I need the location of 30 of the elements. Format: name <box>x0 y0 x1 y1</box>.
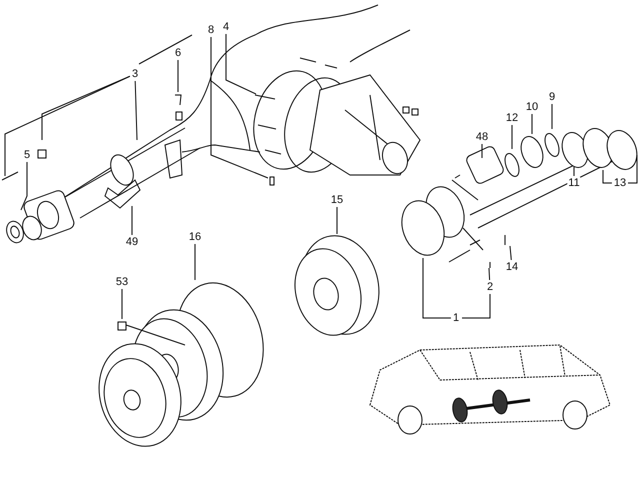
callout-number: 48 <box>474 131 490 143</box>
callout-number: 53 <box>114 276 130 288</box>
callout-number: 1 <box>452 312 460 324</box>
leader-line <box>336 206 338 234</box>
leader-line <box>488 268 490 280</box>
callout-number: 11 <box>567 177 581 189</box>
leader-line <box>42 76 130 140</box>
leader-line <box>4 76 130 176</box>
callout-number: 8 <box>206 24 216 36</box>
callout-number: 15 <box>330 194 344 206</box>
leader-line <box>510 246 512 260</box>
callout-number: 4 <box>222 21 230 33</box>
callout-number: 3 <box>130 68 140 80</box>
callout-number: 49 <box>124 236 140 248</box>
leader-line <box>210 36 268 178</box>
callout-number: 14 <box>504 261 520 273</box>
callout-number: 6 <box>174 47 182 59</box>
leader-line <box>602 154 638 184</box>
callout-number: 12 <box>504 112 520 124</box>
callout-number: 13 <box>612 177 628 189</box>
callout-number: 2 <box>486 281 494 293</box>
leader-line <box>194 244 196 280</box>
callout-number: 5 <box>22 149 32 161</box>
leader-line <box>226 34 256 94</box>
callout-number: 16 <box>188 231 202 243</box>
callout-number: 9 <box>548 91 556 103</box>
leader-line <box>20 162 28 210</box>
callout-number: 10 <box>524 101 540 113</box>
leader-line <box>134 34 192 140</box>
leader-line <box>422 258 490 318</box>
